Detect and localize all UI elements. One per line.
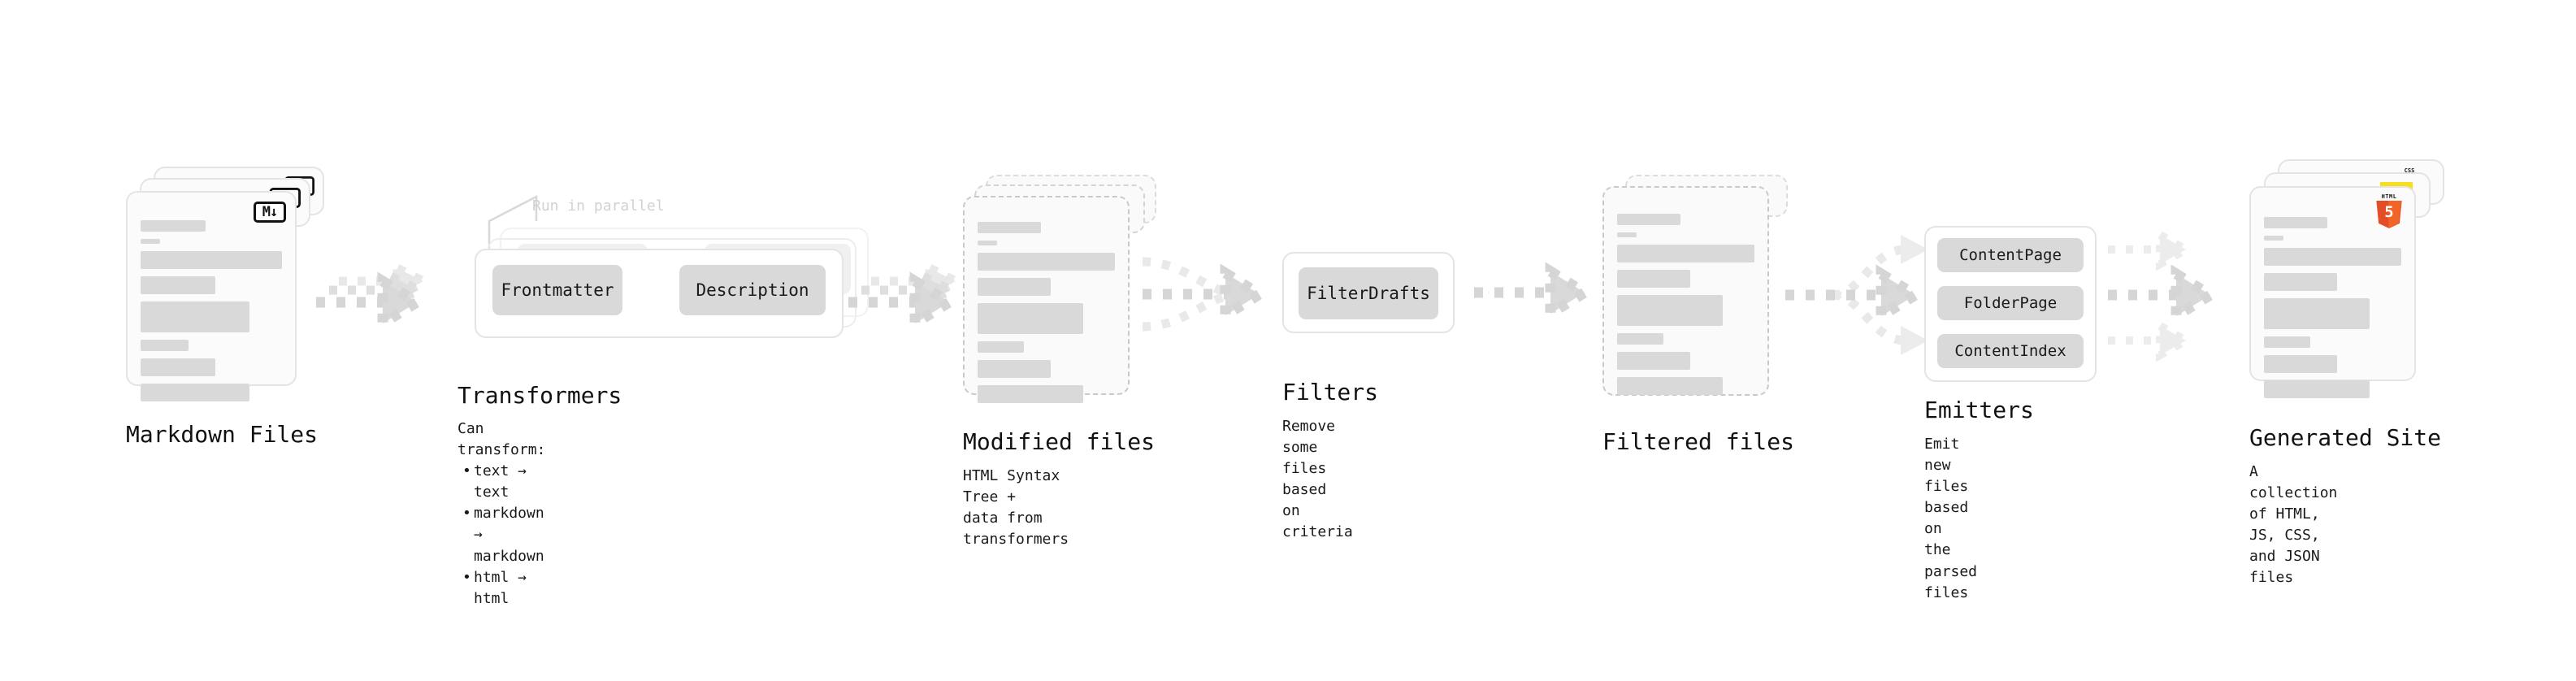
- stage-desc-emitters: Emit new files based on the parsed files: [1924, 436, 1978, 601]
- skeleton-bar: [2264, 336, 2311, 348]
- html5-logo-icon: HTML 5: [2374, 194, 2405, 230]
- skeleton-bar: [978, 278, 1051, 296]
- stage-title-modified-files: Modified files: [963, 428, 1156, 455]
- skeleton-bar: [141, 251, 282, 269]
- parallel-annotation: Run in parallel: [532, 197, 665, 215]
- stage-desc-filters: Remove some files based on criteria: [1282, 418, 1353, 541]
- filtered-card-front: [1602, 186, 1769, 396]
- markdown-card-front: M↓: [126, 191, 297, 401]
- skeleton-bar: [2264, 380, 2370, 398]
- skeleton-bar: [141, 276, 216, 294]
- connector-modified-to-filters: [1142, 257, 1270, 332]
- site-card-front: HTML 5: [2249, 186, 2416, 398]
- pill-label: ContentPage: [1959, 246, 2062, 264]
- skeleton-content: [2264, 217, 2401, 406]
- transformers-lead: Can transform:: [458, 420, 546, 459]
- transformers-bullet-list: text → text markdown → markdown html → h…: [458, 461, 545, 609]
- filters-group: FilterDrafts: [1282, 252, 1455, 333]
- skeleton-content: [141, 220, 282, 409]
- transformers-bullet: html → html: [462, 567, 545, 609]
- skeleton-content: [978, 222, 1115, 410]
- css-logo-text: CSS: [2404, 167, 2415, 174]
- parallel-bracket-icon: [488, 194, 538, 250]
- markdown-logo-icon: M↓: [254, 202, 286, 223]
- html5-logo-text: 5: [2384, 203, 2394, 221]
- connector-transformers-to-modified: [848, 261, 966, 333]
- skeleton-bar: [978, 241, 997, 245]
- skeleton-bar: [141, 239, 161, 244]
- stage-desc-generated-site: A collection of HTML, JS, CSS, and JSON …: [2249, 463, 2338, 587]
- skeleton-bar: [1617, 333, 1664, 345]
- stage-title-generated-site: Generated Site: [2249, 424, 2442, 451]
- filter-pill-filterdrafts[interactable]: FilterDrafts: [1299, 267, 1438, 319]
- html5-logo-shield: 5: [2376, 201, 2402, 228]
- emitter-pill-contentindex[interactable]: ContentIndex: [1937, 334, 2084, 368]
- skeleton-bar: [2264, 355, 2337, 373]
- pill-label: Description: [696, 280, 809, 300]
- html5-logo-word: HTML: [2381, 193, 2397, 200]
- skeleton-bar: [978, 385, 1084, 403]
- transformers-bullet: text → text: [462, 461, 545, 503]
- stage-title-transformers: Transformers: [458, 382, 622, 409]
- stage-title-filtered-files: Filtered files: [1602, 428, 1795, 455]
- skeleton-bar: [978, 253, 1115, 271]
- skeleton-bar: [1617, 214, 1680, 225]
- transformers-bullet: markdown → markdown: [462, 503, 545, 566]
- skeleton-bar: [1617, 295, 1724, 326]
- skeleton-bar: [1617, 245, 1754, 262]
- markdown-logo-text: M↓: [262, 203, 279, 220]
- skeleton-bar: [2264, 248, 2401, 266]
- skeleton-bar: [1617, 377, 1724, 395]
- stage-title-emitters: Emitters: [1924, 397, 2034, 423]
- connector-md-to-transformers: [316, 261, 434, 333]
- skeleton-bar: [141, 340, 189, 351]
- skeleton-bar: [1617, 352, 1690, 370]
- connector-filtered-to-emitters: [1785, 235, 1928, 355]
- emitter-pill-folderpage[interactable]: FolderPage: [1937, 286, 2084, 320]
- skeleton-bar: [141, 358, 216, 376]
- connector-filters-to-filtered: [1474, 262, 1595, 323]
- skeleton-content: [1617, 214, 1754, 402]
- transformer-pill-description[interactable]: Description: [679, 265, 826, 315]
- skeleton-bar: [978, 303, 1084, 334]
- skeleton-bar: [141, 384, 249, 401]
- emitters-group: ContentPage FolderPage ContentIndex: [1924, 226, 2097, 382]
- skeleton-bar: [2264, 298, 2370, 329]
- skeleton-bar: [141, 220, 206, 232]
- pill-label: Frontmatter: [501, 280, 614, 300]
- stage-desc-modified-files: HTML Syntax Tree + data from transformer…: [963, 467, 1069, 549]
- stage-title-filters: Filters: [1282, 379, 1379, 406]
- skeleton-bar: [141, 301, 249, 332]
- stage-desc-transformers: Can transform: text → text markdown → ma…: [458, 419, 545, 609]
- connector-emitters-to-site: [2108, 228, 2221, 362]
- skeleton-bar: [978, 360, 1051, 378]
- skeleton-bar: [2264, 236, 2283, 241]
- skeleton-bar: [978, 222, 1041, 233]
- transformer-group-front: Frontmatter Description: [475, 249, 843, 338]
- pill-label: ContentIndex: [1954, 342, 2066, 360]
- pill-label: FilterDrafts: [1307, 284, 1430, 303]
- skeleton-bar: [2264, 217, 2327, 228]
- skeleton-bar: [1617, 270, 1690, 288]
- pill-label: FolderPage: [1963, 294, 2058, 312]
- transformer-pill-frontmatter[interactable]: Frontmatter: [492, 265, 622, 315]
- stage-title-markdown-files: Markdown Files: [126, 421, 319, 448]
- emitter-pill-contentpage[interactable]: ContentPage: [1937, 238, 2084, 272]
- skeleton-bar: [978, 341, 1025, 353]
- skeleton-bar: [1617, 232, 1637, 237]
- modified-card-front: [963, 196, 1130, 403]
- skeleton-bar: [2264, 273, 2337, 291]
